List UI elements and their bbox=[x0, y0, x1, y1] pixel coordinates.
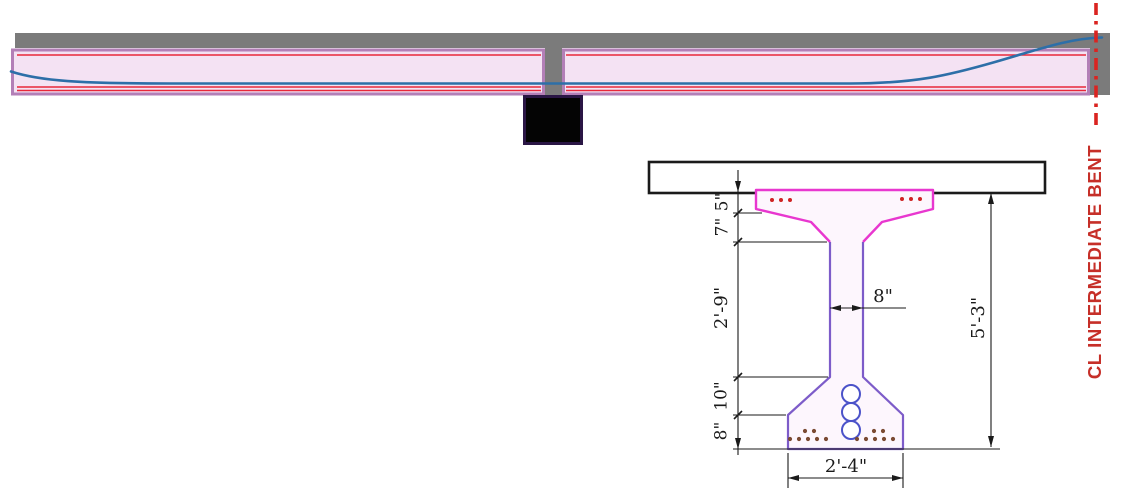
tendon-ducts bbox=[841, 384, 861, 440]
top-flange-strands bbox=[770, 197, 922, 202]
girder-elevation-view: CL INTERMEDIATE BENT bbox=[9, 3, 1110, 379]
dim-overall-height-label: 5'-3" bbox=[968, 297, 989, 339]
section-girder-body bbox=[756, 190, 933, 449]
dim-top-flange-taper-label: 7" bbox=[713, 218, 733, 237]
dimension-graphics bbox=[733, 170, 1000, 488]
dim-bottom-flange-edge-label: 8" bbox=[712, 422, 732, 441]
rebar-lines bbox=[17, 54, 1086, 92]
section-deck-slab bbox=[647, 160, 1047, 195]
cl-intermediate-bent-label: CL INTERMEDIATE BENT bbox=[1084, 145, 1105, 379]
duct-top bbox=[841, 384, 861, 404]
girder-cross-section-view: 5" 7" 2'-9" 10" 8" 8" 5'-3" 2'-4" bbox=[647, 160, 1047, 488]
duct-middle bbox=[841, 402, 861, 422]
bottom-flange-strands bbox=[787, 428, 896, 442]
section-top-flange-outline bbox=[754, 188, 935, 243]
pier-cap bbox=[523, 95, 583, 145]
dim-top-flange-edge-label: 5" bbox=[713, 193, 733, 212]
duct-bottom bbox=[841, 420, 861, 440]
dim-web-height-label: 2'-9" bbox=[711, 287, 732, 329]
dim-bottom-flare-label: 10" bbox=[712, 381, 732, 410]
bent-end-block bbox=[1090, 33, 1110, 95]
dim-web-width-label: 8" bbox=[873, 286, 893, 307]
pier-diaphragm bbox=[545, 33, 562, 95]
tendon-profile-line bbox=[9, 36, 1104, 85]
deck-slab bbox=[15, 33, 1110, 48]
dim-bottom-width-label: 2'-4" bbox=[825, 456, 867, 477]
